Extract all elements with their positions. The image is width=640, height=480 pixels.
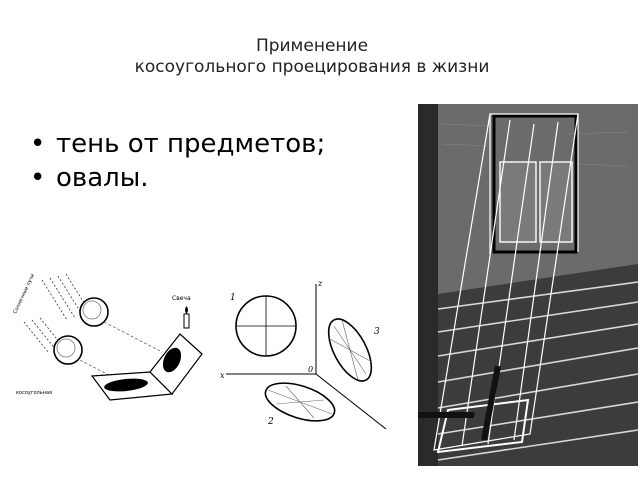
bullet-list: • тень от предметов; • овалы. (30, 128, 390, 196)
label-two: 2 (267, 417, 274, 427)
oblique-circles-icon: 1 3 2 0 x z (220, 279, 387, 430)
bullet-icon: • (30, 129, 46, 159)
window-shadow-photo-icon (418, 104, 638, 466)
slide-title: Применение косоугольного проецирования в… (0, 36, 624, 78)
bullet-icon: • (30, 163, 46, 193)
projection-label: косоугольная (16, 390, 52, 396)
bullet-text: тень от предметов; (56, 129, 326, 159)
label-origin: 0 (308, 365, 313, 374)
shadow-illustration-icon: Солнечные лучи Свеча косоугольная (12, 273, 203, 401)
title-line-1: Применение (255, 36, 369, 56)
bullet-item: • овалы. (30, 162, 390, 195)
bullet-text: овалы. (56, 163, 149, 193)
rays-label: Солнечные лучи (12, 273, 36, 315)
label-x: x (220, 371, 225, 380)
title-line-2: косоугольного проецирования в жизни (134, 57, 490, 77)
label-z: z (317, 279, 323, 288)
label-three: 3 (374, 327, 380, 337)
candle-label: Свеча (172, 295, 191, 302)
label-one: 1 (230, 293, 236, 303)
bullet-item: • тень от предметов; (30, 128, 390, 161)
